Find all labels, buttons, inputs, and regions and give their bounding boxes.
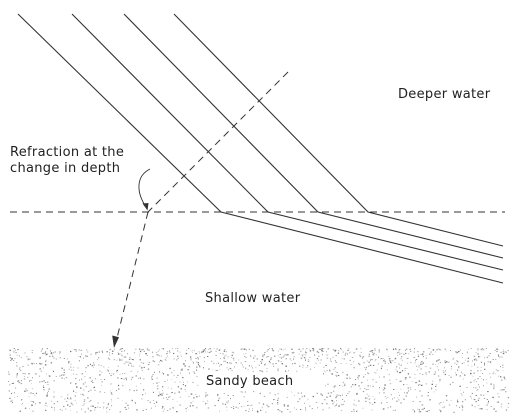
- wave-ray: [112, 71, 289, 348]
- wave-ray-incident: [147, 71, 289, 213]
- label-refraction-line1: Refraction at the: [10, 145, 124, 160]
- wave-crest-4: [173, 13, 504, 247]
- refraction-leader: [138, 168, 151, 208]
- wave-crest-2: [71, 13, 504, 271]
- leader-arrow-icon: [142, 203, 149, 211]
- label-refraction-line2: change in depth: [10, 161, 120, 176]
- ray-arrow-icon: [112, 335, 119, 348]
- sand-texture: [8, 348, 510, 413]
- wave-ray-refracted: [116, 211, 149, 339]
- label-deeper-water: Deeper water: [398, 87, 491, 102]
- wave-crest-3: [123, 13, 504, 259]
- label-sandy-beach: Sandy beach: [206, 374, 293, 389]
- label-shallow-water: Shallow water: [205, 291, 301, 306]
